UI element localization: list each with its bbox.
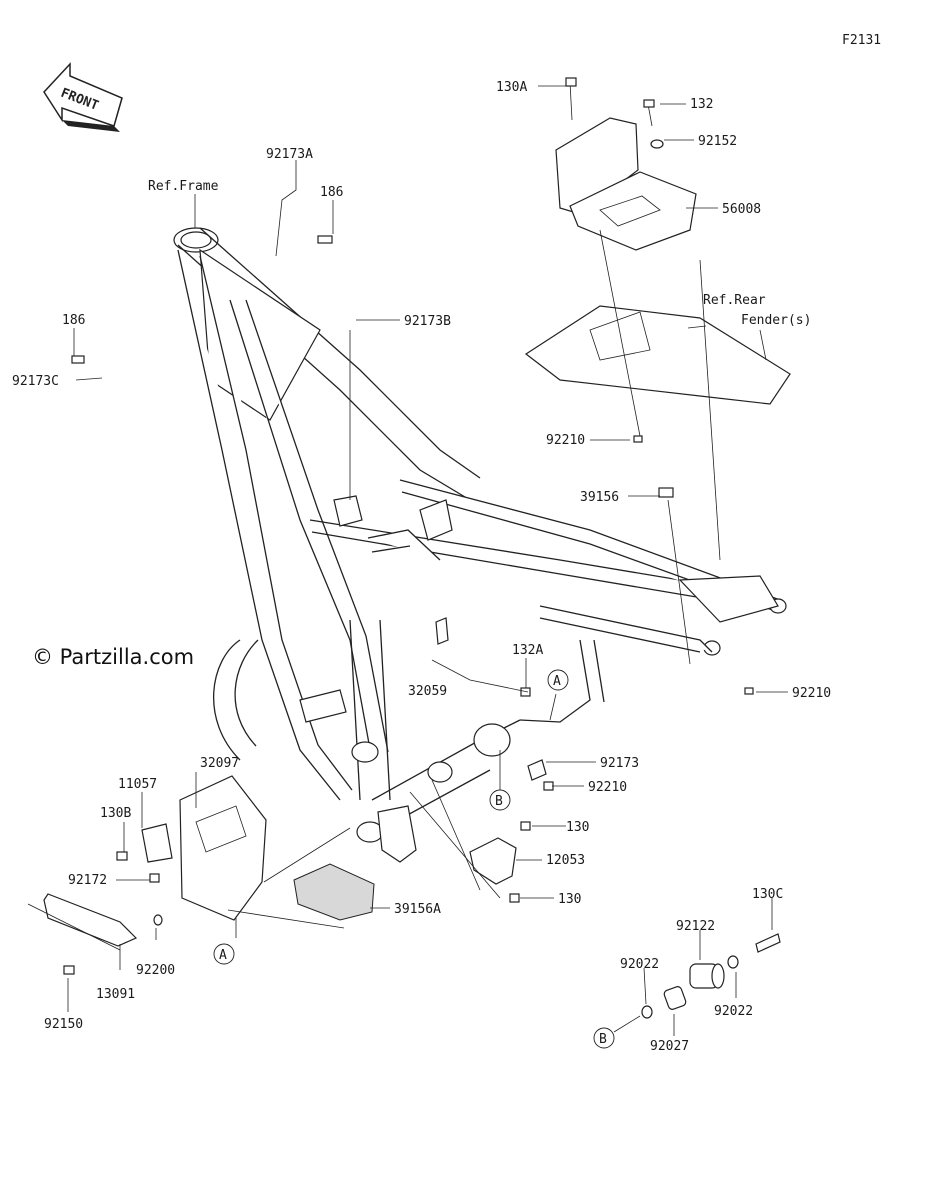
part-label: 92150 bbox=[44, 1017, 83, 1032]
bracket-plate-part bbox=[141, 823, 173, 863]
side-cover-part bbox=[179, 775, 267, 921]
part-label: 32097 bbox=[200, 756, 239, 771]
tool-box-part bbox=[555, 117, 697, 251]
pad-39156A-part bbox=[293, 863, 375, 921]
svg-text:B: B bbox=[495, 794, 503, 809]
part-label: 92173B bbox=[404, 314, 451, 329]
part-label: 130C bbox=[752, 887, 783, 902]
front-arrow-icon: FRONT bbox=[43, 62, 123, 132]
rear-fender-part bbox=[524, 305, 791, 405]
svg-text:A: A bbox=[553, 674, 561, 689]
part-label: 92172 bbox=[68, 873, 107, 888]
guard-plate-part bbox=[43, 893, 138, 947]
callout-A-upper: A bbox=[547, 669, 569, 691]
part-label: 92027 bbox=[650, 1039, 689, 1054]
hardware-group bbox=[641, 933, 781, 1019]
part-label: 186 bbox=[320, 185, 343, 200]
part-label: 92200 bbox=[136, 963, 175, 978]
part-label: 130B bbox=[100, 806, 131, 821]
part-label: 39156 bbox=[580, 490, 619, 505]
part-label: 92210 bbox=[546, 433, 585, 448]
part-label: 132A bbox=[512, 643, 543, 658]
part-label: 13091 bbox=[96, 987, 135, 1002]
ref-frame-label: Ref.Frame bbox=[148, 179, 219, 194]
part-label: 130A bbox=[496, 80, 527, 95]
part-label: 92210 bbox=[792, 686, 831, 701]
callout-B-lower: B bbox=[593, 1027, 615, 1049]
part-label: 92173A bbox=[266, 147, 313, 162]
svg-text:B: B bbox=[599, 1032, 607, 1047]
svg-text:A: A bbox=[219, 948, 227, 963]
frame-drawing bbox=[173, 227, 787, 863]
watermark: © Partzilla.com bbox=[32, 645, 194, 669]
diagram-id: F2131 bbox=[842, 33, 881, 48]
part-label: 56008 bbox=[722, 202, 761, 217]
leader-lines bbox=[27, 85, 788, 1036]
part-label: 12053 bbox=[546, 853, 585, 868]
part-label: 92022 bbox=[620, 957, 659, 972]
part-label: 92210 bbox=[588, 780, 627, 795]
clamp-part bbox=[469, 837, 517, 885]
part-label: 186 bbox=[62, 313, 85, 328]
ref-fender-label: Fender(s) bbox=[741, 313, 811, 328]
part-label: 92022 bbox=[714, 1004, 753, 1019]
part-label: 92122 bbox=[676, 919, 715, 934]
fastener-marks bbox=[63, 77, 754, 975]
callout-A-lower: A bbox=[213, 943, 235, 965]
part-label: 11057 bbox=[118, 777, 157, 792]
part-label: 130 bbox=[558, 892, 581, 907]
part-label: 32059 bbox=[408, 684, 447, 699]
callout-B-upper: B bbox=[489, 789, 511, 811]
part-label: 92173C bbox=[12, 374, 59, 389]
ref-rear-label: Ref.Rear bbox=[703, 293, 766, 308]
part-label: 92173 bbox=[600, 756, 639, 771]
part-label: 132 bbox=[690, 97, 713, 112]
part-label: 92152 bbox=[698, 134, 737, 149]
part-label: 39156A bbox=[394, 902, 441, 917]
part-label: 130 bbox=[566, 820, 589, 835]
